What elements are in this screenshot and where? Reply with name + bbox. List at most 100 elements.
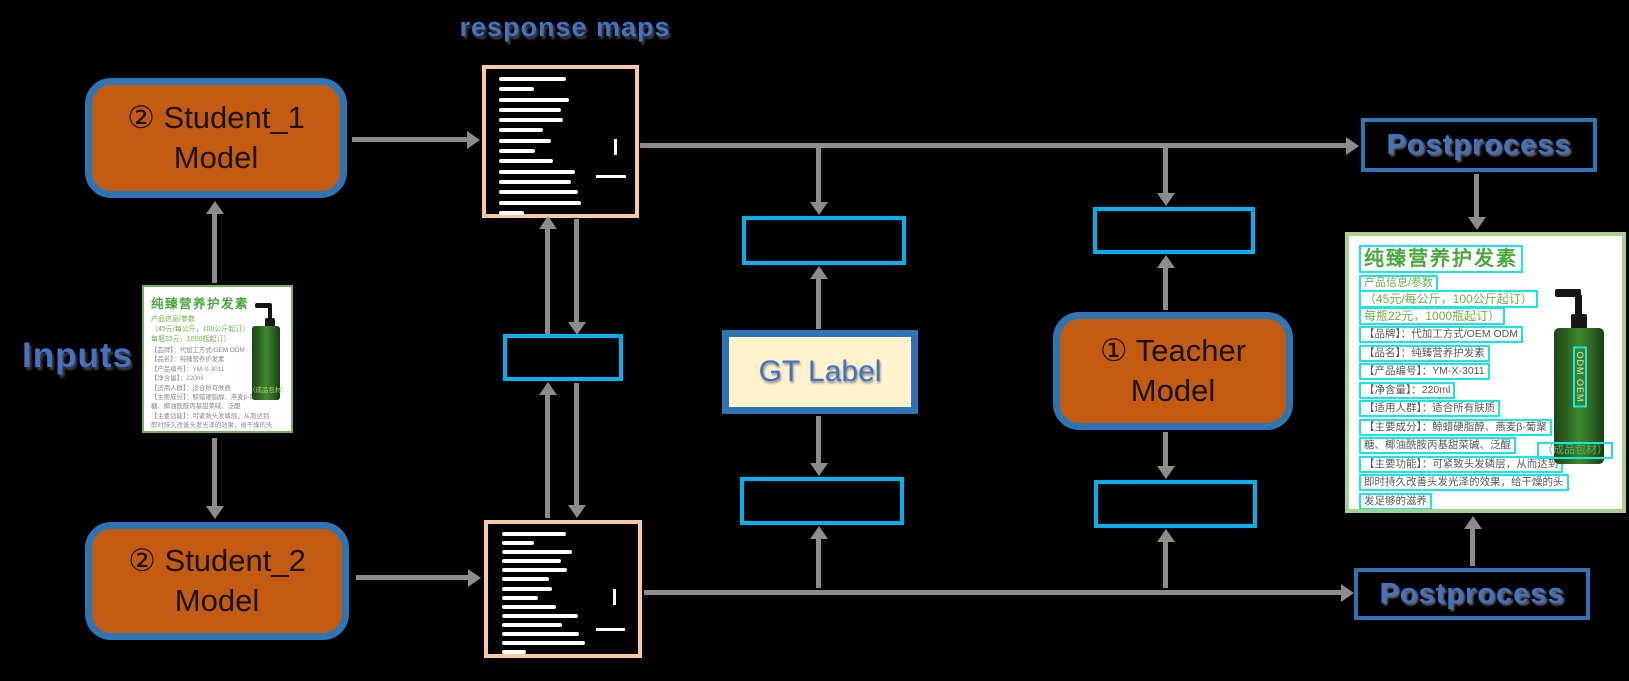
map-text-line [499, 149, 536, 154]
product-detail-line: 【主要成分】：鲸蜡硬脂醇、燕麦β-葡聚 [151, 394, 263, 402]
product-detail-line: 【产品编号】：YM-X-3011 [151, 365, 225, 373]
map-text-line [501, 622, 563, 627]
arrow-teacher-to-toploss [1156, 255, 1175, 310]
map-artifact [596, 174, 627, 178]
package-note: （成品包材） [1537, 442, 1613, 459]
teacher-loss-box-top [1093, 207, 1255, 254]
product-detail-line: 【品名】：纯臻营养护发素 [151, 356, 225, 364]
map-text-line [501, 650, 526, 655]
arrow-loss-to-topmap [538, 216, 557, 334]
arrow-postprocess-to-result [1463, 516, 1482, 566]
map-text-line [499, 159, 554, 164]
arrow-bottommap-to-loss [538, 382, 557, 518]
inputs-label: Inputs [22, 336, 133, 375]
product-price-line: （45元/每公斤，100公斤起订） [151, 326, 250, 333]
postprocess-box-top: Postprocess [1361, 118, 1597, 172]
arrow-gtlabel-to-toploss [809, 266, 828, 329]
map-text-line [501, 532, 566, 536]
ocr-text-line: 每瓶22元，1000瓶起订） [1359, 307, 1506, 325]
distill-loss-box [503, 334, 623, 381]
map-text-line [501, 595, 538, 600]
map-text-line [501, 568, 568, 573]
product-detail-line: 即时持久改善头发光泽的效果，给干燥的头 [151, 422, 273, 430]
arrow-student1-to-map [352, 130, 480, 149]
product-price-line: 每瓶22元，1000瓶起订） [151, 336, 231, 343]
map-text-line [501, 586, 552, 591]
ocr-text-line: 【净含量】：220ml [1359, 381, 1456, 399]
ocr-text-line: 糖、椰油酰胺丙基甜菜碱、泛醌 [1359, 437, 1516, 454]
arrow-student2-to-map [356, 568, 481, 587]
map-text-line [501, 550, 573, 555]
node-teacher-model: ① Teacher Model [1053, 312, 1293, 430]
student1-label-line2: Model [173, 140, 259, 175]
map-text-line [499, 138, 551, 143]
map-artifact [596, 628, 625, 631]
product-detail-line: 发足够的滋养 [151, 431, 286, 432]
input-product-image: 纯臻营养护发素 产品信息/参数 （45元/每公斤，100公斤起订） 每瓶22元，… [142, 285, 293, 433]
map-text-line [499, 97, 569, 102]
product-title: 纯臻营养护发素 [151, 297, 250, 311]
map-text-line [501, 613, 578, 618]
node-student2-model: ② Student_2 Model [85, 522, 349, 640]
arrow-topmap-to-postprocess [640, 136, 1359, 155]
arrow-bottommap-to-postprocess [644, 583, 1354, 602]
product-bottle-image [247, 303, 285, 401]
map-text-line [499, 179, 572, 184]
product-detail-line: 【净含量】：220ml [151, 375, 204, 383]
response-map-bottom-image [484, 520, 642, 658]
ocr-text-line: 【产品编号】：YM-X-3011 [1359, 363, 1490, 380]
student2-label-line2: Model [174, 583, 260, 618]
product-detail-line: 【品牌】：代加工方式/OEM ODM [151, 347, 245, 354]
arrow-topline-to-teacherloss [1156, 145, 1175, 206]
gt-label-box: GT Label [722, 330, 918, 414]
product-subtitle: 产品信息/参数 [151, 316, 195, 323]
response-maps-label: response maps [459, 12, 671, 42]
arrow-gtlabel-to-bottomloss [809, 416, 828, 476]
ocr-text-line: 【主要成分】：鲸蜡硬脂醇、燕麦β-葡聚 [1359, 418, 1552, 436]
map-text-line [501, 541, 534, 546]
ocr-text-line: 发足够的滋养 [1359, 492, 1432, 509]
map-text-line [499, 87, 534, 92]
map-text-line [499, 107, 561, 112]
map-text-line [499, 169, 576, 174]
map-text-line [501, 559, 561, 564]
arrow-bottomline-to-teacherloss [1156, 529, 1175, 588]
ocr-text-line: 即时持久改善头发光泽的效果，给干燥的头 [1359, 474, 1569, 491]
map-text-line [499, 200, 582, 205]
arrow-teacher-to-bottomloss [1156, 432, 1175, 479]
product-detail-line: 【主要功能】：可紧致头发磷层，从而达到 [151, 412, 270, 420]
arrow-loss-to-bottommap [567, 383, 586, 518]
map-text-line [499, 118, 564, 123]
product-detail-line: 糖、椰油酰胺丙基甜菜碱、泛醌 [151, 403, 241, 411]
gt-loss-box-bottom [740, 477, 904, 525]
ocr-result-image: 纯臻营养护发素 产品信息/参数 （45元/每公斤，100公斤起订） 每瓶22元，… [1345, 232, 1626, 513]
arrow-input-to-student2 [205, 438, 224, 519]
map-text-line [499, 128, 543, 133]
map-text-line [501, 577, 550, 582]
student2-label-line1: ② Student_2 [128, 542, 306, 578]
student1-label-line1: ② Student_1 [127, 99, 305, 135]
map-text-line [501, 641, 586, 646]
teacher-loss-box-bottom [1094, 480, 1257, 528]
map-artifact [612, 589, 616, 605]
ocr-text-line: 【品牌】：代加工方式/OEM ODM [1359, 326, 1523, 343]
teacher-label-line2: Model [1130, 373, 1216, 408]
response-map-top-image [482, 65, 639, 218]
arrow-topmap-to-loss [567, 219, 586, 335]
ocr-text-line: 【品名】：纯臻营养护发素 [1359, 344, 1490, 362]
ocr-text-line: 【主要功能】：可紧致头发磷层，从而达到 [1359, 455, 1564, 473]
map-text-line [499, 210, 524, 215]
ocr-text-line: 纯臻营养护发素 [1359, 245, 1523, 273]
map-text-line [499, 190, 578, 195]
ocr-text-line: （45元/每公斤，100公斤起订） [1359, 290, 1538, 308]
arrow-input-to-student1 [205, 201, 224, 283]
gt-loss-box-top [742, 216, 906, 265]
ocr-text-line: 【适用人群】：适合所有肤质 [1359, 400, 1501, 417]
map-text-line [501, 632, 579, 637]
product-bottle-image: ODM OEM [1551, 289, 1609, 464]
map-text-line [501, 604, 556, 609]
map-artifact [614, 138, 618, 155]
arrow-bottomline-to-gtloss [809, 526, 828, 588]
map-text-line [499, 77, 567, 81]
